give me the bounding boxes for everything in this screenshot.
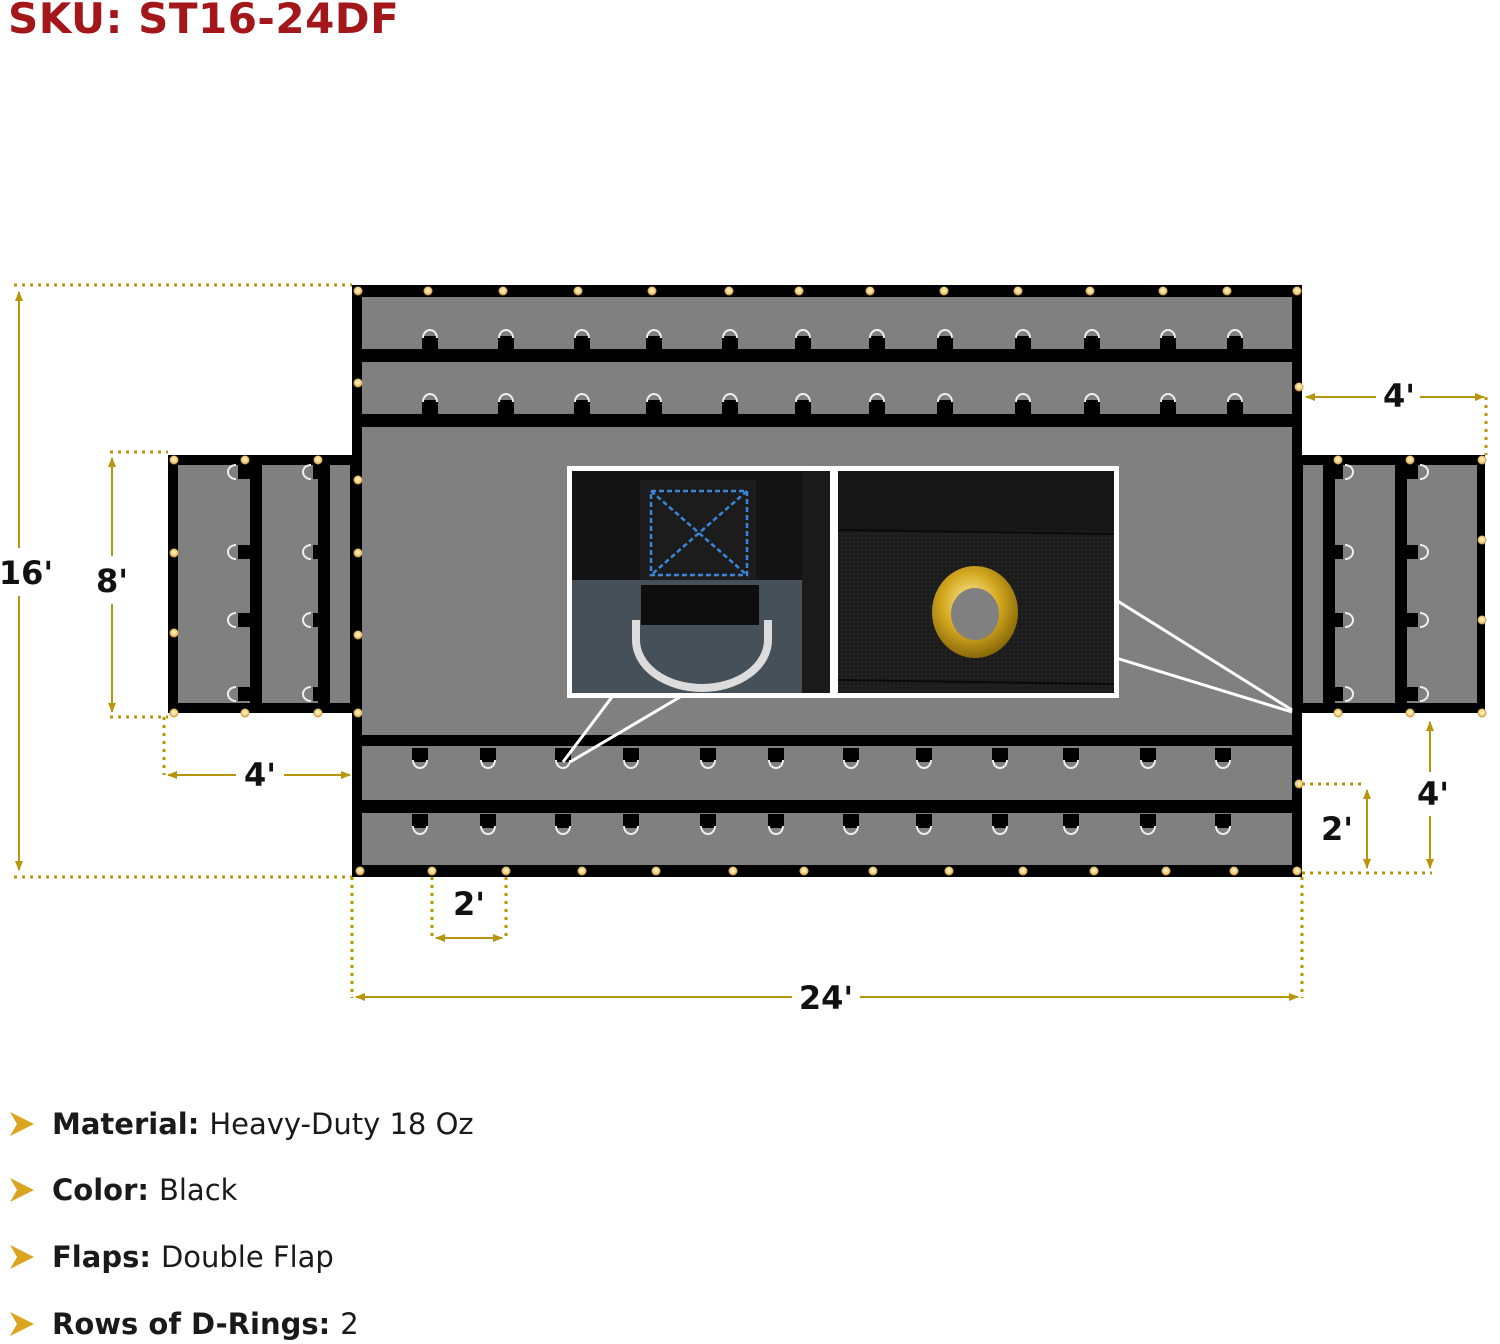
spec-item-flaps: Flaps: Double Flap — [8, 1237, 334, 1277]
dim-grommet-spacing: 2' — [453, 885, 485, 923]
right-side-flap — [1295, 455, 1485, 713]
dim-flap-row-spacing: 2' — [1321, 810, 1353, 848]
dim-flap-height: 8' — [96, 562, 128, 600]
spec-item-material: Material: Heavy-Duty 18 Oz — [8, 1104, 474, 1144]
dim-right-flap-offset: 4' — [1417, 775, 1449, 813]
dim-right-flap-width: 4' — [1383, 377, 1415, 415]
stitch-box-icon — [649, 489, 749, 577]
spec-key: Rows of D-Rings: — [52, 1307, 331, 1341]
left-side-flap — [168, 455, 358, 713]
spec-item-d-rings: Rows of D-Rings: 2 — [8, 1304, 359, 1344]
d-ring-inset — [572, 471, 830, 693]
dim-left-flap-width: 4' — [244, 756, 276, 794]
spec-value: Black — [158, 1173, 238, 1207]
dimension-annotations — [14, 283, 1488, 1001]
spec-key: Material: — [52, 1107, 200, 1141]
spec-item-color: Color: Black — [8, 1170, 237, 1210]
spec-value: 2 — [340, 1307, 359, 1341]
dimension-labels: 16' 8' 4' 4' 2' 4' 2' 24' — [0, 377, 1449, 1017]
bullet-arrow-icon — [10, 1245, 34, 1269]
spec-value: Double Flap — [160, 1240, 334, 1274]
top-flap-outer — [362, 297, 1292, 349]
bottom-flap-inner — [362, 746, 1292, 800]
bullet-arrow-icon — [10, 1112, 34, 1136]
sku-title: SKU: ST16-24DF — [8, 0, 400, 43]
d-ring-rows — [227, 329, 1429, 835]
grommet-inset — [837, 471, 1115, 693]
bottom-flap-outer — [362, 813, 1292, 865]
spec-key: Color: — [52, 1173, 149, 1207]
inset-callouts — [561, 466, 1293, 764]
top-flap-inner — [362, 362, 1292, 414]
spec-value: Heavy-Duty 18 Oz — [209, 1107, 474, 1141]
bullet-arrow-icon — [10, 1178, 34, 1202]
dim-overall-width: 24' — [799, 979, 853, 1017]
bullet-arrow-icon — [10, 1312, 34, 1336]
dim-overall-height: 16' — [0, 554, 53, 592]
spec-key: Flaps: — [52, 1240, 151, 1274]
d-ring-icon — [632, 620, 772, 692]
grommet-rows — [169, 286, 1487, 876]
